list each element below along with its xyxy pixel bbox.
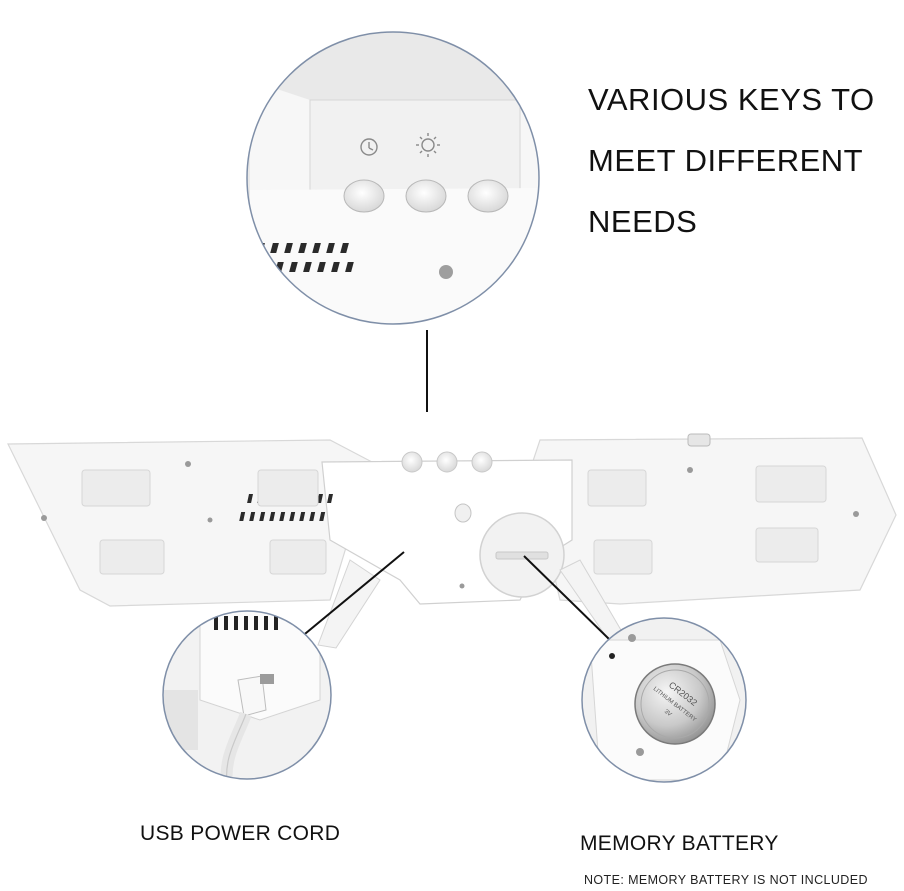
headline-line-2: MEET DIFFERENT xyxy=(588,143,864,178)
battery-voltage-text: 3V xyxy=(663,709,672,718)
usb-zoom-circle xyxy=(162,610,332,780)
memory-battery-caption: MEMORY BATTERY xyxy=(580,832,779,855)
battery-note: NOTE: MEMORY BATTERY IS NOT INCLUDED xyxy=(584,873,868,887)
usb-pointer-line xyxy=(299,551,405,639)
headline-line-3: NEEDS xyxy=(588,204,698,239)
headline-line-1: VARIOUS KEYS TO xyxy=(588,82,875,117)
clock-body xyxy=(7,433,897,649)
battery-pointer-line xyxy=(523,555,611,641)
usb-power-cord-caption: USB POWER CORD xyxy=(140,822,341,845)
battery-zoom-circle: CR2032 LITHIUM BATTERY 3V xyxy=(581,617,747,783)
keys-zoom-circle xyxy=(246,31,540,325)
